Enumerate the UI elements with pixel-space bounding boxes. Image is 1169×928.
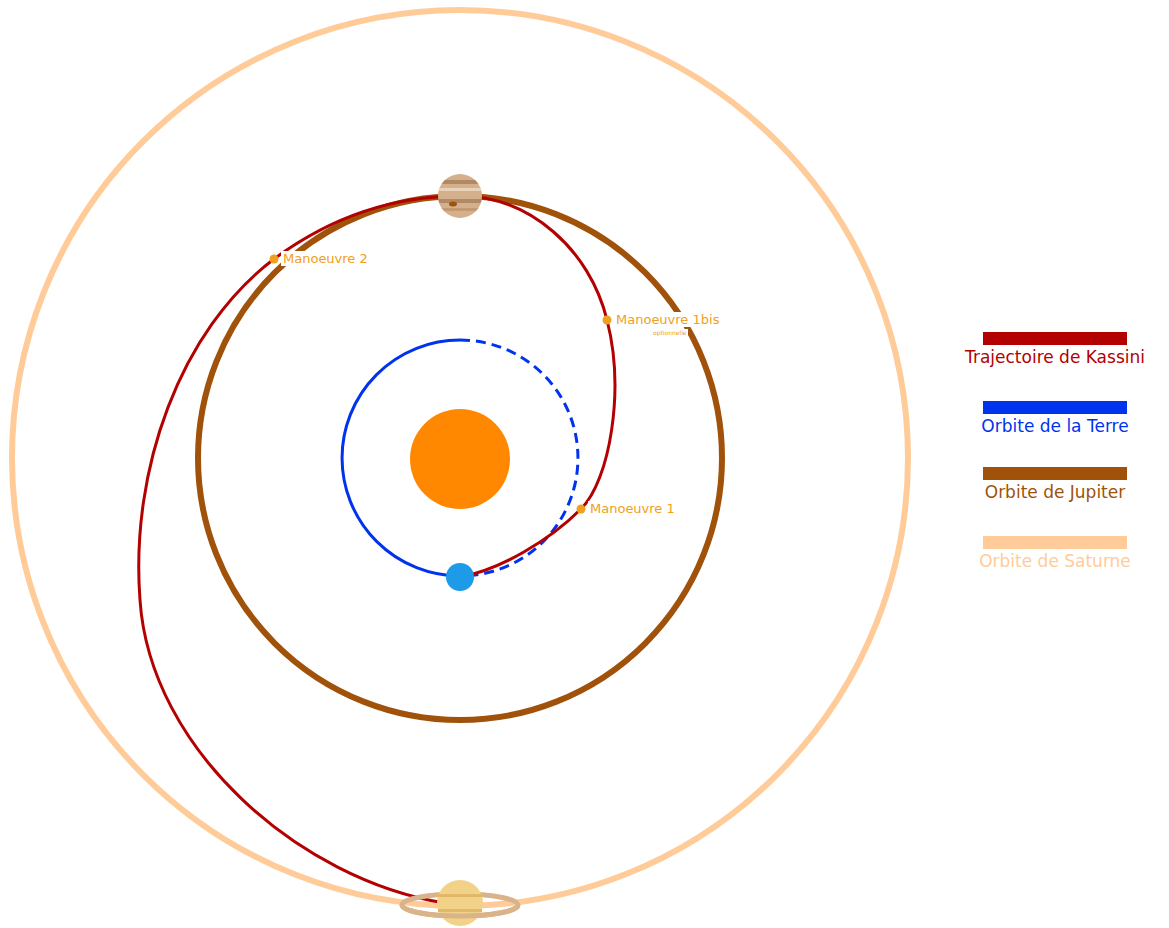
kassini-trajectory bbox=[139, 196, 615, 903]
manoeuvre-dot bbox=[270, 255, 279, 264]
note-label: optionnelle bbox=[652, 329, 688, 336]
manoeuvre-dot bbox=[603, 316, 612, 325]
sun bbox=[410, 409, 510, 509]
legend-swatch bbox=[983, 401, 1127, 414]
manoeuvre-dot bbox=[577, 505, 586, 514]
manoeuvre-label: Manoeuvre 1bis bbox=[614, 312, 721, 327]
legend-text: Orbite de Saturne bbox=[979, 551, 1131, 571]
saturn-orbit bbox=[12, 10, 908, 906]
saturn bbox=[402, 880, 518, 926]
manoeuvre-label: Manoeuvre 1 bbox=[588, 501, 677, 516]
manoeuvre-label: Manoeuvre 2 bbox=[281, 251, 370, 266]
legend-text: Orbite de Jupiter bbox=[985, 482, 1125, 502]
jupiter bbox=[436, 174, 484, 218]
legend-text: Trajectoire de Kassini bbox=[965, 347, 1145, 367]
legend-swatch bbox=[983, 467, 1127, 480]
legend-swatch bbox=[983, 536, 1127, 549]
legend-swatch bbox=[983, 332, 1127, 345]
earth bbox=[446, 563, 474, 591]
legend-text: Orbite de la Terre bbox=[981, 416, 1128, 436]
jupiter-orbit bbox=[198, 196, 722, 720]
